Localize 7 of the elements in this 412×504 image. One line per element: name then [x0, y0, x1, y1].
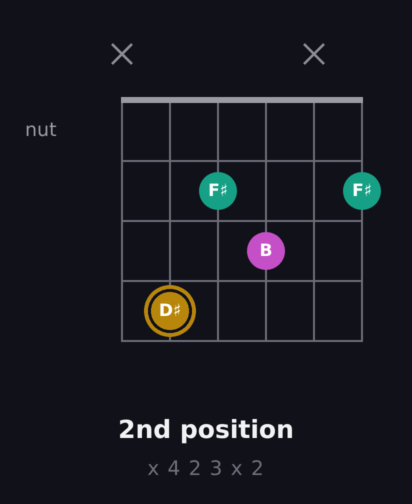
note-dot: F♯ — [343, 172, 381, 210]
nut-label: nut — [25, 119, 57, 141]
fingering-text: x 4 2 3 x 2 — [147, 456, 265, 480]
root-note-dot: D♯ — [144, 285, 196, 337]
chord-title: 2nd position — [118, 414, 294, 444]
note-dot: F♯ — [199, 172, 237, 210]
note-dot: B — [247, 232, 285, 270]
